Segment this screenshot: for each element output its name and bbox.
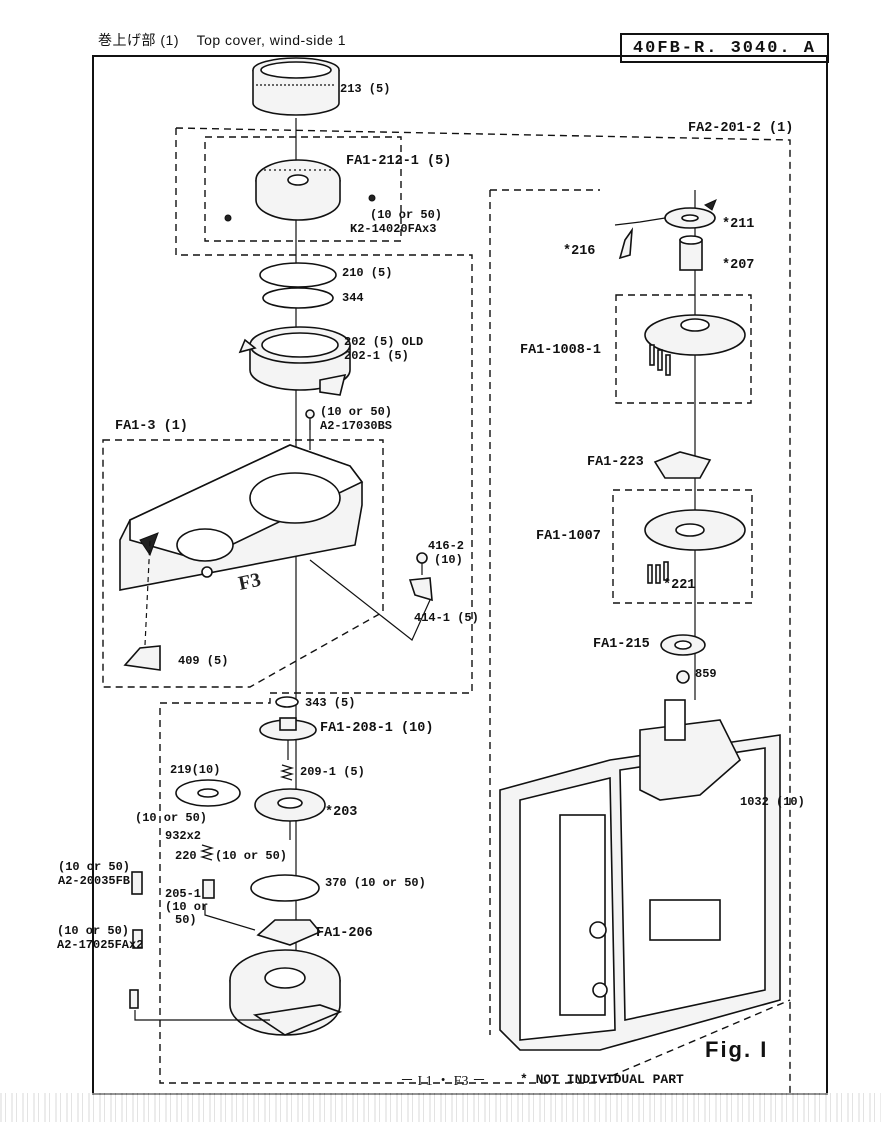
label-216: *216 (563, 244, 596, 259)
part-370-ring (250, 874, 320, 902)
label-screw-qty-2: (10 or 50) (320, 405, 393, 419)
drawing-code: 40FB-R. 3040. A (632, 38, 817, 58)
part-414-1 (408, 577, 433, 602)
part-screw-a2-20035 (131, 871, 143, 895)
label-205-1-qty-b: 50) (175, 913, 197, 927)
label-fa1-1007: FA1-1007 (536, 529, 601, 544)
label-409: 409 (5) (178, 654, 229, 668)
scan-noise-strip (0, 1093, 881, 1122)
part-210-ring (259, 262, 337, 288)
label-414-1: 414-1 (5) (414, 611, 479, 625)
label-213: 213 (5) (340, 82, 391, 96)
part-screw-a2-17025 (132, 929, 143, 949)
part-fa1-215 (660, 634, 706, 656)
label-screw-qty-4: (10 or 50) (58, 860, 131, 874)
part-screw-bottom (129, 989, 139, 1009)
part-base-plate (229, 949, 343, 1036)
label-202: 202 (5) OLD (344, 335, 424, 349)
label-a2-17025: A2-17025FAx2 (57, 938, 144, 952)
label-screw-qty-1: (10 or 50) (370, 208, 443, 222)
label-fa1-3: FA1-3 (1) (115, 419, 188, 434)
camera-body (499, 699, 781, 1051)
group-box-fa1-1007 (612, 489, 753, 604)
part-203-gear (254, 788, 326, 840)
label-221: *221 (663, 578, 696, 593)
label-209-1: 209-1 (5) (300, 765, 365, 779)
part-fa1-1008-1 (644, 314, 746, 376)
label-370: 370 (10 or 50) (325, 876, 426, 890)
part-220-spring (199, 844, 215, 861)
label-416-2: 416-2 (428, 539, 465, 553)
cover-f3-engraving: F3 (236, 569, 262, 595)
part-211 (664, 199, 717, 229)
label-205-1: 205-1 (165, 887, 202, 901)
label-203: *203 (325, 805, 358, 820)
label-screw-qty-3: (10 or 50) (135, 811, 208, 825)
header-title-en: Top cover, wind-side 1 (196, 32, 347, 48)
figure-label: Fig. I (705, 1037, 769, 1062)
label-205-1-qty-a: (10 or (165, 900, 209, 914)
header-title-jp: 巻上げ部 (1) (98, 32, 179, 48)
label-1032: 1032 (10) (740, 795, 805, 809)
label-343: 343 (5) (305, 696, 356, 710)
drawing-code-box: 40FB-R. 3040. A (620, 33, 829, 63)
part-216 (618, 227, 634, 260)
label-fa1-1008-1: FA1-1008-1 (520, 343, 602, 358)
label-859: 859 (695, 667, 717, 681)
label-a2-20035fb: A2-20035FB (58, 874, 131, 888)
group-box-fa2-201-2-outline (159, 128, 791, 1084)
label-211: *211 (722, 217, 755, 232)
part-screw-a2-17030 (305, 409, 315, 430)
group-box-fa2-201-2 (175, 127, 791, 1095)
part-213-ring (252, 57, 340, 116)
label-fa1-206: FA1-206 (316, 926, 373, 941)
part-205-1 (202, 879, 215, 899)
part-344-ring (262, 287, 334, 309)
part-fa1-1007 (644, 509, 746, 584)
part-409 (123, 645, 161, 671)
label-a2-17030bs: A2-17030BS (320, 419, 393, 433)
label-207: *207 (722, 258, 755, 273)
page-header: 巻上げ部 (1) Top cover, wind-side 1 (98, 30, 346, 50)
part-343-washer (275, 696, 299, 708)
part-fa1-223 (653, 451, 712, 479)
label-416-2-qty: (10) (434, 553, 463, 567)
label-219: 219(10) (170, 763, 221, 777)
part-fa1-212-1-dial (224, 159, 376, 222)
label-fa1-223: FA1-223 (587, 455, 644, 470)
label-932x2: 932x2 (165, 829, 202, 843)
label-220: 220 (175, 849, 197, 863)
footer-note: * NOT INDIVIDUAL PART (520, 1072, 684, 1087)
label-fa1-208-1: FA1-208-1 (10) (320, 721, 434, 736)
page-footer: － I 1 ・ F3 － (400, 1074, 486, 1089)
label-fa1-212-1: FA1-212-1 (5) (346, 154, 452, 169)
part-209-1-spring (279, 764, 295, 781)
label-220-qty: (10 or 50) (215, 849, 288, 863)
part-fa1-3-top-cover: F3 (119, 444, 364, 595)
label-screw-qty-5: (10 or 50) (57, 924, 130, 938)
part-207 (679, 235, 703, 271)
group-box-fa1-1008-1 (615, 294, 752, 404)
group-box-fa1-212-1 (204, 136, 402, 242)
part-416-2-pin (416, 552, 428, 575)
group-box-right-inner (489, 189, 600, 1035)
label-fa1-215: FA1-215 (593, 637, 650, 652)
part-202-collar (238, 326, 351, 396)
part-fa1-206-plate (256, 919, 322, 946)
label-210: 210 (5) (342, 266, 393, 280)
label-fa2-201-2: FA2-201-2 (1) (688, 121, 794, 136)
label-202-1: 202-1 (5) (344, 349, 409, 363)
group-box-fa1-3 (102, 439, 384, 688)
part-fa1-208-1 (259, 717, 317, 760)
label-344: 344 (342, 291, 364, 305)
part-859 (676, 670, 690, 684)
label-k2-14020: K2-14020FAx3 (350, 222, 437, 236)
